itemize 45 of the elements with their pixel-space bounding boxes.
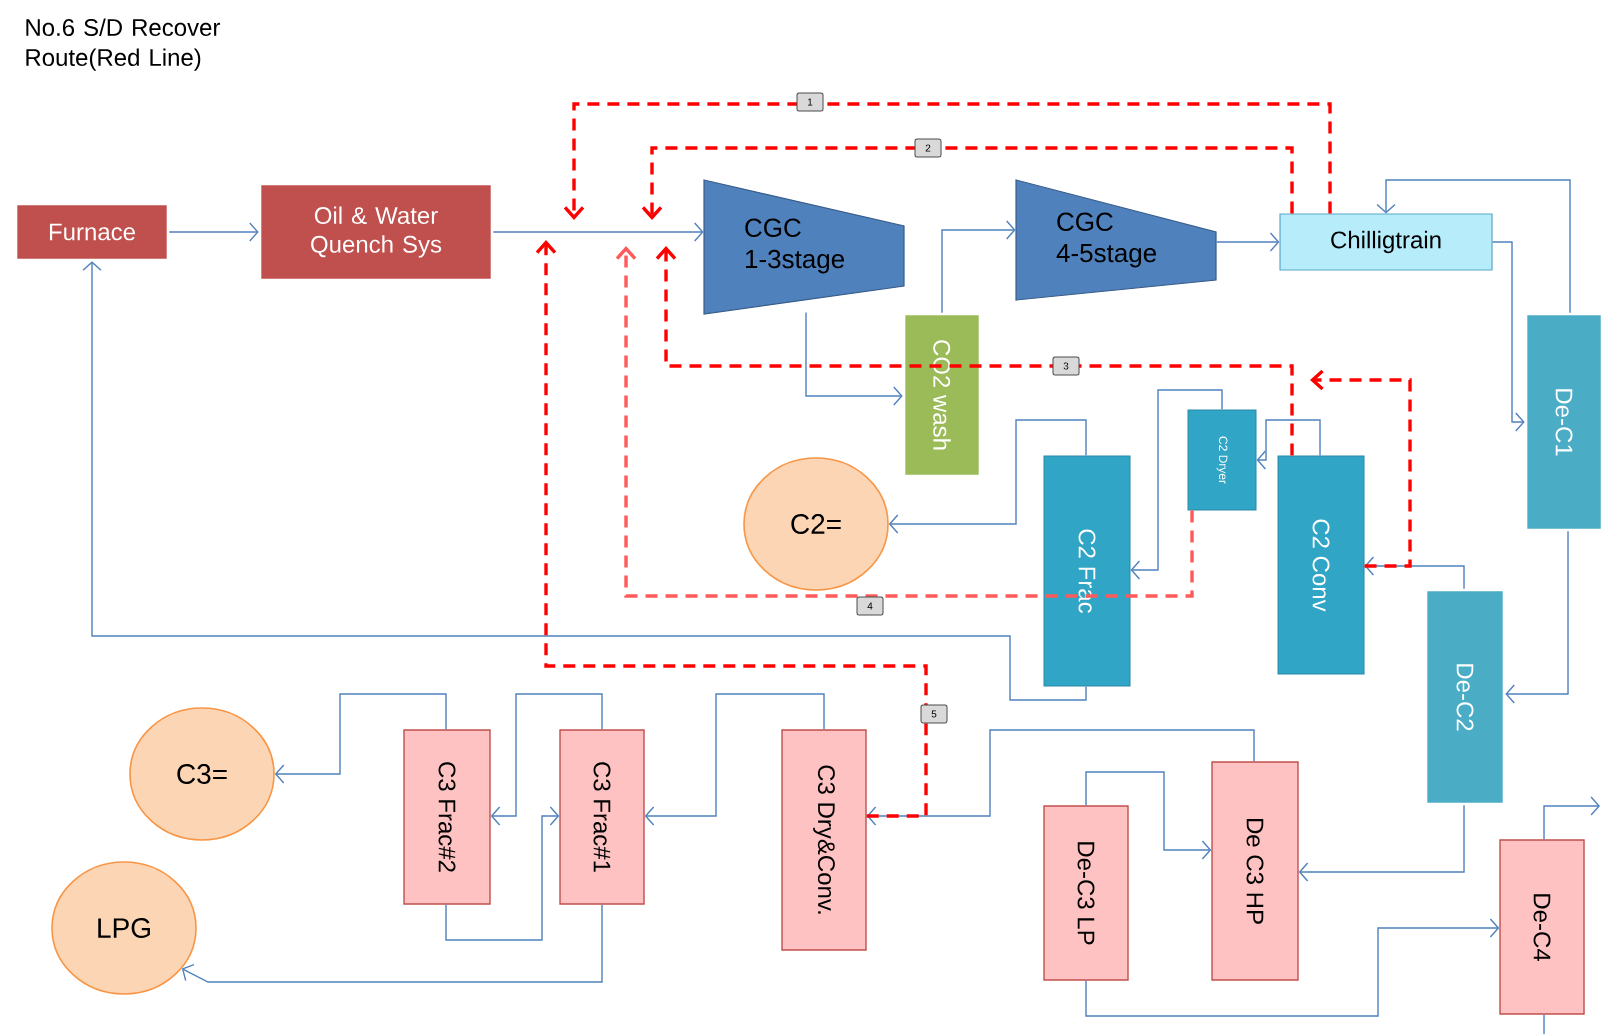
flow-arrow xyxy=(1543,796,1600,840)
flow-arrow xyxy=(1085,771,1212,860)
flow-arrow xyxy=(644,693,825,826)
column-box: De C3 HP xyxy=(1211,761,1299,981)
flow-arrow xyxy=(181,904,603,983)
flow-arrow xyxy=(274,693,447,784)
column-box: CO2 wash xyxy=(902,312,982,478)
flow-arrow xyxy=(1130,389,1223,580)
column-box: C3 Frac#1 xyxy=(559,729,645,905)
column-box: C3 Dry&Conv. xyxy=(781,729,867,951)
process-box: Furnace xyxy=(14,202,170,262)
flow-arrow xyxy=(888,419,1087,534)
route-arrow xyxy=(641,146,1294,220)
flow-arrow xyxy=(1215,232,1280,252)
flow-arrow xyxy=(492,222,704,242)
flow-arrow xyxy=(1298,804,1465,882)
flow-arrow xyxy=(941,220,1016,314)
route-arrow xyxy=(655,246,1294,456)
flow-arrow xyxy=(445,806,560,941)
flow-arrow xyxy=(1491,241,1525,432)
flow-arrow xyxy=(82,261,1087,701)
flow-arrow xyxy=(1256,419,1321,470)
column-box: De-C3 LP xyxy=(1043,805,1129,981)
column-box: C2 Conv xyxy=(1277,455,1365,675)
route-arrow xyxy=(1310,369,1412,568)
column-box: C3 Frac#2 xyxy=(403,729,491,905)
process-box: Oil & Water Quench Sys xyxy=(258,182,494,282)
flow-arrow xyxy=(1364,556,1465,590)
flow-arrow xyxy=(805,311,903,406)
process-box: Chilligtrain xyxy=(1279,213,1493,271)
column-box: De-C4 xyxy=(1499,839,1585,1015)
route-arrow xyxy=(535,240,928,818)
flow-arrow xyxy=(1505,530,1569,704)
flow-arrow xyxy=(490,693,603,826)
route-arrow xyxy=(563,102,1332,220)
flow-arrow xyxy=(168,222,259,242)
title-text: No.6 S/D Recover Route(Red Line) xyxy=(26,18,221,71)
flow-arrow xyxy=(1085,918,1500,1017)
route-arrow xyxy=(615,246,1194,598)
column-box: De-C2 xyxy=(1424,588,1506,806)
column-box: C2 Frac xyxy=(1043,455,1131,687)
column-box: De-C1 xyxy=(1524,312,1604,532)
flow-arrow xyxy=(1376,179,1571,314)
flow-line xyxy=(1543,1014,1545,1034)
flow-arrow xyxy=(866,729,1255,826)
